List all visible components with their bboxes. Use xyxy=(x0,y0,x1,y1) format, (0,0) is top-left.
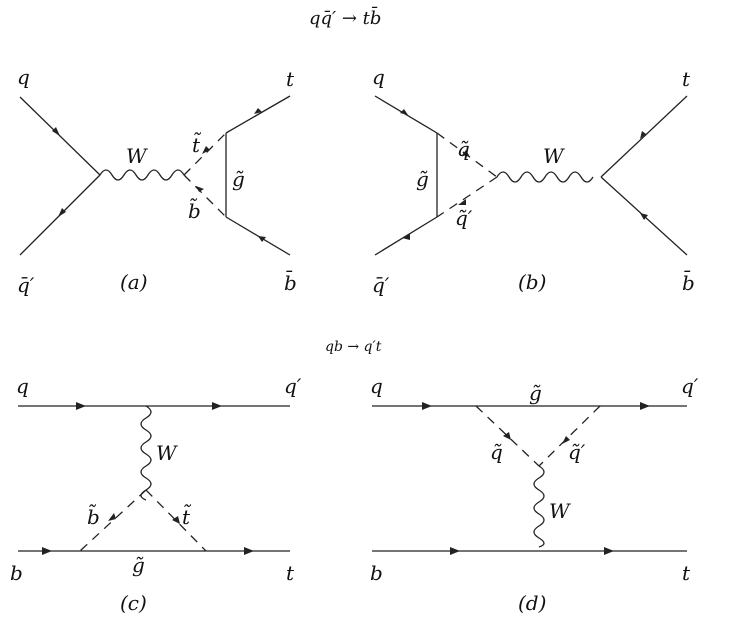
a-arrow-sbottom xyxy=(196,186,204,192)
b-caption: (b) xyxy=(518,270,546,294)
c-arrow-sbottom xyxy=(108,513,116,521)
diagram-b: q q̄′ g̃ q̃ q̃′ W t b̄ (b) xyxy=(372,65,695,297)
c-label-t: t xyxy=(286,561,295,585)
c-stop-line xyxy=(145,489,207,552)
b-label-squark: q̃ xyxy=(457,137,470,161)
a-label-w: W xyxy=(126,144,148,168)
d-arrow-squarkprime xyxy=(562,436,570,444)
d-label-q: q xyxy=(370,374,383,398)
d-label-squark: q̃ xyxy=(490,440,503,464)
b-label-t: t xyxy=(682,67,691,91)
d-arrow-b xyxy=(450,547,460,555)
c-label-b: b xyxy=(10,561,23,585)
c-label-w: W xyxy=(156,441,178,465)
a-stop-line xyxy=(183,132,227,176)
c-label-qprime: q′ xyxy=(284,374,302,398)
a-arrow-bbar xyxy=(258,236,266,242)
d-caption: (d) xyxy=(518,591,546,615)
a-arrow-qbar xyxy=(58,208,66,217)
diagram-a: q q̄′ W t̃ b̃ g̃ t b̄ (a) xyxy=(17,65,297,297)
b-label-gluino: g̃ xyxy=(416,167,429,191)
title-bottom: qb → q′t xyxy=(325,339,382,355)
d-w-boson xyxy=(533,465,545,548)
d-label-gluino: g̃ xyxy=(529,381,542,405)
b-label-w: W xyxy=(543,144,565,168)
d-label-b: b xyxy=(370,561,383,585)
a-sbottom-line xyxy=(183,174,227,218)
c-caption: (c) xyxy=(120,591,147,615)
d-arrow-squark xyxy=(503,432,511,440)
diagram-d: q g̃ q′ q̃ q̃′ W b t (d) xyxy=(370,374,699,615)
d-arrow-t xyxy=(604,547,614,555)
b-arrow-qbar xyxy=(402,234,410,240)
a-label-stop: t̃ xyxy=(192,131,202,157)
b-arrow-bbar xyxy=(640,213,648,220)
a-label-gluino: g̃ xyxy=(232,167,245,191)
c-label-sbottom: b̃ xyxy=(87,503,100,529)
d-squarkprime-line xyxy=(538,405,601,467)
title-top: qq̄′ → tb̄ xyxy=(309,5,381,29)
b-arrow-top xyxy=(640,131,646,139)
a-label-t: t xyxy=(286,67,295,91)
d-label-squarkprime: q̃′ xyxy=(568,440,586,464)
c-arrow-qprime xyxy=(212,402,222,410)
c-w-boson xyxy=(140,405,152,501)
b-arrow-q xyxy=(400,109,408,115)
d-label-w: W xyxy=(549,499,571,523)
c-label-q: q xyxy=(16,374,29,398)
c-arrow-q xyxy=(76,402,86,410)
a-label-qbarprime: q̄′ xyxy=(17,273,35,297)
a-arrow-q xyxy=(52,127,60,136)
c-arrow-b xyxy=(42,547,52,555)
d-arrow-qprime xyxy=(640,402,650,410)
b-w-boson xyxy=(496,171,594,183)
a-w-boson xyxy=(99,169,185,181)
a-label-sbottom: b̃ xyxy=(188,197,201,223)
d-squark-line xyxy=(475,405,540,467)
a-label-q: q xyxy=(17,65,30,89)
b-arrow-squark xyxy=(462,150,470,157)
a-top-line xyxy=(225,95,291,134)
d-arrow-q xyxy=(422,402,432,410)
c-arrow-stop xyxy=(172,516,180,524)
b-label-bbar: b̄ xyxy=(682,270,695,295)
b-label-squarkprime: q̃′ xyxy=(455,206,473,230)
c-label-gluino: g̃ xyxy=(132,553,145,577)
a-arrow-top xyxy=(254,108,262,114)
c-label-stop: t̃ xyxy=(182,503,192,529)
a-arrow-stop xyxy=(202,146,210,154)
d-label-t: t xyxy=(682,561,691,585)
b-squarkprime-line xyxy=(436,176,498,218)
d-label-qprime: q′ xyxy=(681,374,699,398)
a-label-bbar: b̄ xyxy=(284,270,297,295)
b-top-line xyxy=(600,95,688,178)
b-label-qbarprime: q̄′ xyxy=(372,273,390,297)
c-arrow-t xyxy=(244,547,254,555)
diagram-c: q q′ W b̃ t̃ b g̃ t (c) xyxy=(10,374,302,615)
b-arrow-squarkprime xyxy=(458,199,466,205)
a-caption: (a) xyxy=(120,270,148,294)
b-label-q: q xyxy=(372,65,385,89)
